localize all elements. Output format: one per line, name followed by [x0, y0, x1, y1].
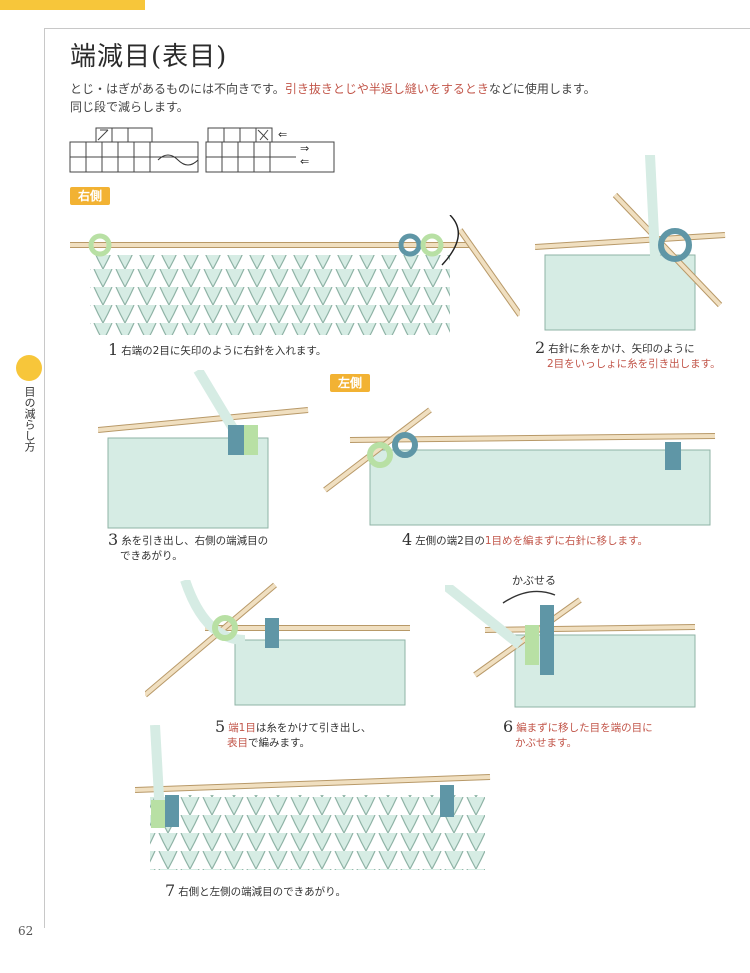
intro-line1-b: などに使用します。	[488, 82, 596, 96]
frame-top-line	[44, 28, 750, 29]
frame-left-line	[44, 28, 45, 928]
intro-text: とじ・はぎがあるものには不向きです。引き抜きとじや半返し縫いをするときなどに使用…	[70, 80, 730, 116]
knitting-chart	[69, 127, 335, 173]
intro-line1-a: とじ・はぎがあるものには不向きです。	[70, 82, 285, 96]
illustration-step-5	[145, 580, 410, 706]
arrow-left-icon: ⇐	[278, 128, 288, 141]
illustration-step-1	[70, 215, 520, 335]
illustration-step-4	[323, 407, 716, 526]
top-accent-bar	[0, 0, 145, 10]
sidebar-section-label: 目の減らし方	[23, 386, 36, 452]
illustration-step-7	[135, 725, 491, 870]
illustration-step-3	[98, 370, 309, 529]
illustration-step-6	[445, 585, 696, 708]
arrow-left2-icon: ⇐	[300, 155, 310, 168]
intro-line1-highlight: 引き抜きとじや半返し縫いをするとき	[284, 82, 489, 96]
tag-right-side: 右側	[70, 187, 111, 205]
sidebar-dot-icon	[16, 355, 42, 381]
illustration-step-2	[535, 155, 726, 331]
tag-left-side: 左側	[330, 374, 371, 392]
intro-line2: 同じ段で減らします。	[70, 100, 189, 114]
arrow-right-icon: ⇒	[300, 142, 310, 155]
kabuseru-label: かぶせる	[512, 574, 556, 587]
page-number: 62	[18, 924, 34, 938]
page-title: 端減目(表目)	[70, 42, 228, 72]
